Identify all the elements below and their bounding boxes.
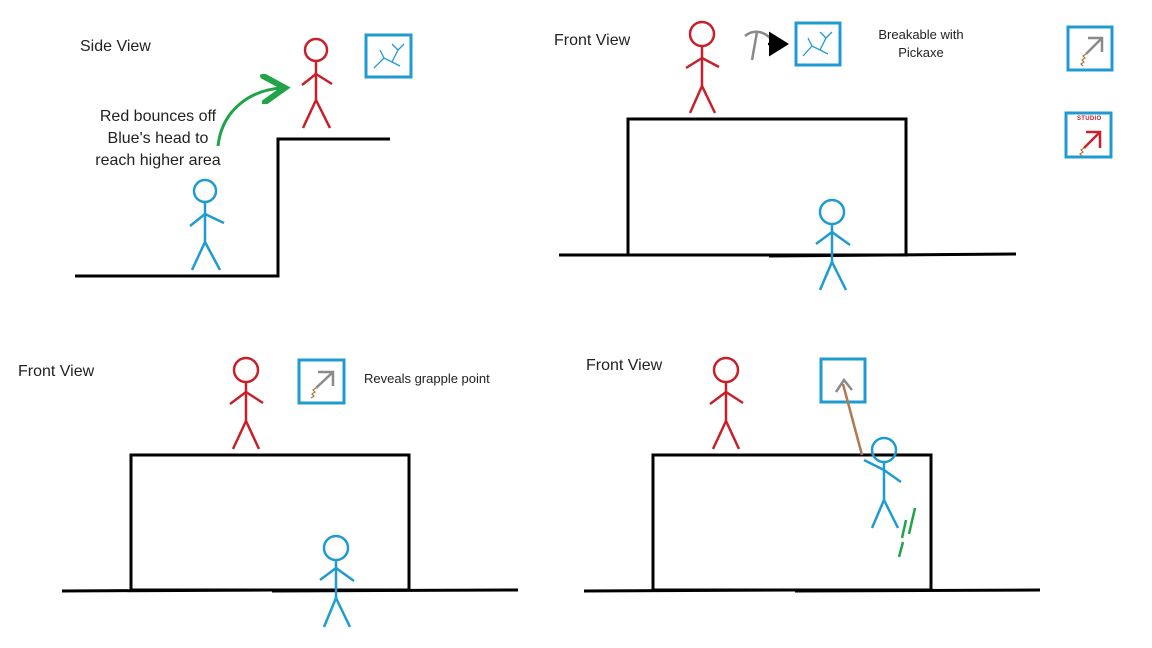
front-view-3-title: Front View: [586, 357, 663, 374]
side-view-annotation: Red bounces off Blue's head to reach hig…: [88, 106, 228, 172]
annotation-line-2: Blue's head to: [107, 130, 209, 147]
ground-step: [75, 137, 390, 278]
side-view-title: Side View: [80, 38, 151, 55]
panel-front-view-1: [559, 20, 1114, 291]
studio-logo-text: STUDIO: [1077, 116, 1102, 122]
pickaxe-icon: [744, 30, 771, 61]
grapple-target-block-icon: [819, 357, 867, 404]
annotation-line-1: Breakable with: [878, 27, 964, 42]
red-player: [229, 356, 264, 450]
cracked-block-icon: [794, 21, 842, 67]
cracked-block-icon: [364, 33, 413, 79]
raised-platform: [129, 453, 411, 592]
blue-player: [189, 178, 225, 271]
panel-side-view: [75, 33, 413, 278]
red-player: [301, 37, 333, 129]
front-view-1-title: Front View: [554, 32, 631, 49]
motion-lines: [897, 507, 917, 558]
panel-front-view-2: [61, 356, 519, 628]
annotation-line-1: Red bounces off: [99, 108, 217, 125]
blue-player: [815, 198, 851, 291]
bounce-arrow: [216, 88, 282, 147]
grapple-point-block-icon: [297, 358, 346, 405]
grapple-point-block-icon: [1066, 25, 1114, 72]
red-player: [685, 20, 720, 114]
red-player: [709, 356, 744, 450]
studio-grapple-block-icon: [1064, 111, 1113, 159]
front-view-1-annotation: Breakable with Pickaxe: [866, 26, 976, 62]
raised-platform: [626, 117, 908, 257]
annotation-line-3: reach higher area: [95, 152, 221, 169]
grapple-rope: [841, 383, 864, 456]
front-view-2-annotation: Reveals grapple point: [364, 371, 490, 386]
blue-player: [319, 534, 355, 628]
raised-platform: [651, 453, 933, 592]
blue-player: [863, 436, 902, 529]
panel-front-view-3: [583, 356, 1041, 593]
annotation-line-2: Pickaxe: [898, 45, 944, 60]
front-view-2-title: Front View: [18, 363, 95, 380]
